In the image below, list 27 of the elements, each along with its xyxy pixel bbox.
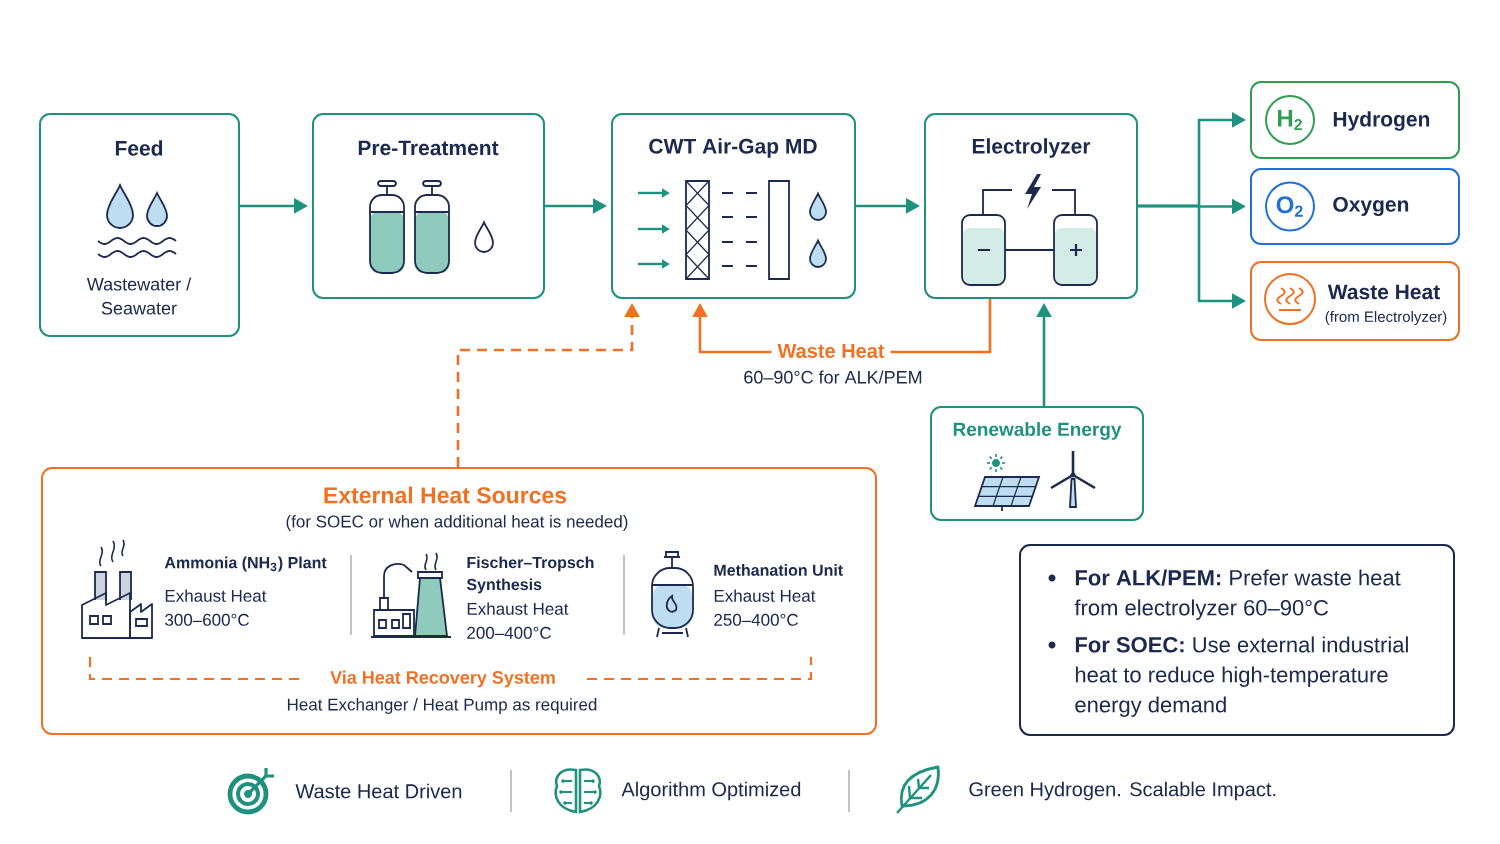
source-name: Fischer–Tropsch Synthesis (466, 556, 594, 594)
recovery-note: Heat Exchanger / Heat Pump as required (287, 698, 597, 714)
output-label: Waste Heat (1327, 284, 1440, 300)
box-subtitle: Wastewater / Seawater (86, 277, 192, 315)
output-label: Oxygen (1333, 196, 1409, 217)
source-name: Methanation Unit (714, 564, 843, 576)
box-title: Renewable Energy (953, 422, 1122, 440)
output-label: Hydrogen (1333, 111, 1430, 131)
edge-label: Waste Heat (771, 338, 891, 364)
box-title: Feed (115, 140, 163, 156)
source-name: Ammonia (NH$_{3}$) Plant (164, 556, 327, 572)
box-title: Electrolyzer (972, 138, 1091, 158)
bullet-text: For SOEC: Use external industrial heat to reduce high-temperature energy demand (1075, 636, 1408, 717)
panel-subheading: (for SOEC or when additional heat is needed) (286, 515, 628, 531)
source-detail: Exhaust Heat 300–600°C (165, 589, 267, 626)
source-detail: Exhaust Heat 250–400°C (714, 589, 816, 626)
panel-heading: External Heat Sources (324, 486, 567, 504)
annotation-text: 60–90°C for ALK/PEM (744, 370, 922, 384)
bullet-text: For ALK/PEM: Prefer waste heat from electrolyzer 60–90°C (1074, 569, 1401, 620)
tagline-text: Algorithm Optimized (621, 781, 801, 801)
tagline-text: Green Hydrogen. Scalable Impact. (969, 781, 1276, 801)
box-title: Pre-Treatment (358, 140, 499, 156)
source-detail: Exhaust Heat 200–400°C (467, 602, 569, 639)
box-title: CWT Air-Gap MD (649, 138, 817, 158)
tagline-text: Waste Heat Driven (295, 783, 462, 799)
output-note: (from Electrolyzer) (1325, 311, 1447, 325)
recovery-heading: Via Heat Recovery System (330, 670, 555, 688)
